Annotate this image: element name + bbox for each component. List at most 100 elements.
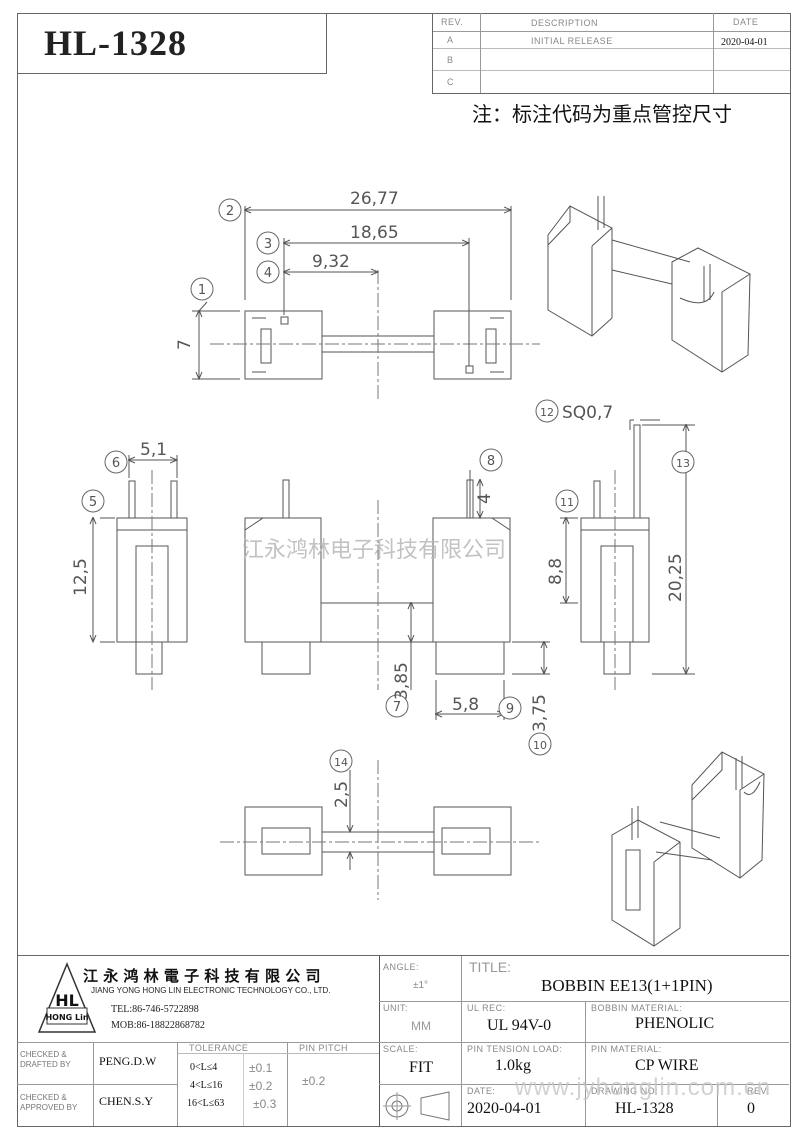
company-name-cn: 江 永 鸿 林 電 子 科 技 有 限 公 司 [83, 967, 321, 985]
ul-rec-value: UL 94V-0 [487, 1017, 552, 1034]
company-watermark: 江永鸿林电子科技有限公司 [242, 538, 506, 563]
side-view-left [93, 455, 188, 690]
dim-6: 5,1 [140, 440, 167, 460]
company-tel: TEL:86-746-5722898 [111, 1004, 199, 1015]
rev-row-a: A [447, 35, 454, 45]
iso-view-top [547, 196, 751, 373]
drawing-frame [17, 13, 791, 1127]
pin-material-label: PIN MATERIAL: [591, 1044, 662, 1054]
dim-7: 3,85 [392, 662, 412, 700]
website-watermark: www.jyhonglin.com.cn [515, 1074, 772, 1101]
rev-row-a-description: INITIAL RELEASE [531, 36, 613, 46]
drawing-no-value: HL-1328 [615, 1100, 674, 1117]
pin-pitch-label: PIN PITCH [299, 1043, 349, 1053]
balloon-14-label: 14 [334, 756, 348, 769]
part-number-box [17, 13, 327, 74]
dim-4: 9,32 [312, 252, 350, 272]
balloon-7 [385, 694, 409, 718]
balloon-3-label: 3 [264, 237, 272, 252]
balloon-6-label: 6 [112, 456, 120, 471]
rev-label: REV: [747, 1086, 770, 1096]
scale-value: FIT [409, 1059, 433, 1076]
scale-label: SCALE: [383, 1044, 419, 1054]
balloon-12-label: 12 [540, 406, 554, 419]
balloon-12 [535, 399, 559, 423]
balloons [81, 198, 695, 773]
dim-13: 20,25 [666, 553, 686, 602]
balloon-8-label: 8 [487, 454, 495, 469]
logo-text: HL [55, 991, 79, 1010]
title-block: HL HONG Lin 江 永 鸿 林 電 子 科 技 有 限 公 司 JIAN… [17, 955, 789, 1126]
rev-row-b: B [447, 55, 454, 65]
pin-material-value: CP WIRE [635, 1057, 699, 1074]
date-header: DATE [733, 17, 759, 27]
balloon-1 [190, 277, 214, 301]
tolerance-value-1: ±0.1 [249, 1061, 273, 1075]
tolerance-label: TOLERANCE [189, 1043, 249, 1053]
balloon-5-label: 5 [89, 495, 97, 510]
balloon-10 [528, 732, 552, 756]
rev-row-a-date: 2020-04-01 [721, 37, 768, 48]
rev-value: 0 [747, 1100, 755, 1117]
balloon-4 [256, 260, 280, 284]
rev-row-c: C [447, 77, 454, 87]
dim-11: 8,8 [546, 558, 566, 585]
dim-2: 26,77 [350, 189, 399, 209]
balloon-11 [555, 489, 579, 513]
dim-14: 2,5 [332, 781, 352, 808]
balloon-2-label: 2 [226, 204, 234, 219]
unit-value: MM [411, 1019, 431, 1033]
tolerance-range-3: 16<L≤63 [187, 1098, 225, 1109]
ul-rec-label: UL REC: [467, 1003, 506, 1013]
dim-8: 4 [475, 493, 495, 504]
company-mob: MOB:86-18822868782 [111, 1020, 205, 1031]
balloon-3 [256, 231, 280, 255]
company-logo: HL HONG Lin [37, 962, 97, 1033]
logo-subtext: HONG Lin [45, 1013, 88, 1022]
angle-label: ANGLE: [383, 962, 420, 972]
part-number-title: HL-1328 [44, 23, 188, 63]
tolerance-range-1: 0<L≤4 [190, 1062, 218, 1073]
balloon-7-label: 7 [393, 700, 401, 715]
title-label: TITLE: [469, 959, 512, 975]
company-name-en: JIANG YONG HONG LIN ELECTRONIC TECHNOLOG… [91, 986, 331, 995]
control-note: 注：标注代码为重点管控尺寸 [472, 102, 732, 126]
revision-table: REV. DESCRIPTION DATE A INITIAL RELEASE … [432, 13, 790, 94]
balloon-9-label: 9 [506, 702, 514, 717]
title-value: BOBBIN EE13(1+1PIN) [541, 976, 713, 995]
checked-drafted-label: CHECKED & DRAFTED BY [20, 1050, 71, 1069]
dim-10: 3,75 [530, 694, 550, 732]
top-view [192, 206, 540, 400]
balloon-9 [498, 696, 522, 720]
balloon-8 [479, 448, 503, 472]
description-header: DESCRIPTION [531, 18, 599, 28]
drawing-no-label: DRAWING NO: [591, 1086, 659, 1096]
iso-view-bottom [611, 751, 765, 947]
front-view [244, 470, 550, 720]
dim-1: 7 [175, 339, 195, 350]
balloon-14 [329, 749, 353, 773]
dim-9: 5,8 [452, 695, 479, 715]
dim-3: 18,65 [350, 223, 399, 243]
rev-header: REV. [441, 17, 464, 27]
bottom-view [220, 760, 540, 900]
balloon-1-label: 1 [198, 283, 206, 298]
projection-symbol-icon [383, 1091, 450, 1121]
balloon-13 [671, 450, 695, 474]
balloon-6 [104, 450, 128, 474]
checked-approved-value: CHEN.S.Y [99, 1094, 154, 1108]
balloon-11-label: 11 [560, 496, 574, 509]
checked-approved-label: CHECKED & APPROVED BY [20, 1093, 78, 1112]
angle-value: ±1° [413, 980, 429, 991]
bobbin-material-value: PHENOLIC [635, 1015, 715, 1032]
tolerance-value-3: ±0.3 [253, 1097, 277, 1111]
pin-tension-value: 1.0kg [495, 1057, 531, 1074]
balloon-13-label: 13 [676, 457, 690, 470]
bobbin-material-label: BOBBIN MATERIAL: [591, 1003, 683, 1013]
dim-5: 12,5 [71, 558, 91, 596]
tolerance-value-2: ±0.2 [249, 1079, 273, 1093]
unit-label: UNIT: [383, 1003, 408, 1013]
pin-pitch-value: ±0.2 [302, 1074, 326, 1088]
balloon-10-label: 10 [533, 739, 547, 752]
